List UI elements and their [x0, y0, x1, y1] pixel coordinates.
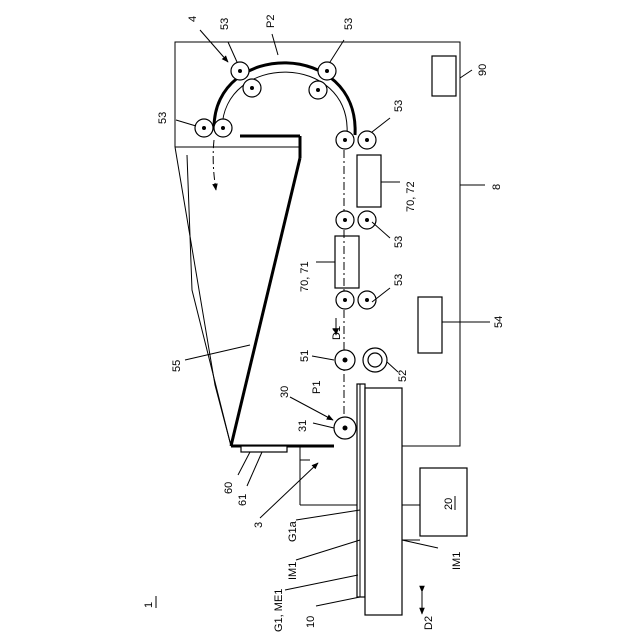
label-70-72: 70, 72 [405, 181, 417, 212]
label-53-a: 53 [219, 18, 231, 30]
label-unit4: 4 [187, 16, 199, 22]
label-p1: P1 [311, 381, 323, 394]
label-im1-b: IM1 [451, 552, 463, 570]
label-53-f: 53 [393, 274, 405, 286]
label-device: 1 [143, 602, 155, 608]
label-60: 60 [223, 482, 235, 494]
label-31: 31 [297, 420, 309, 432]
label-d1: D1 [331, 326, 343, 340]
label-55: 55 [171, 360, 183, 372]
label-90: 90 [477, 64, 489, 76]
labels: 1 4 53 P2 53 53 53 90 8 70, 72 53 70, 71… [143, 15, 505, 632]
label-54: 54 [493, 316, 505, 328]
label-53-d: 53 [393, 100, 405, 112]
block-70-72 [357, 155, 381, 207]
label-20: 20 [443, 498, 455, 510]
label-53-b: 53 [343, 18, 355, 30]
label-10: 10 [305, 616, 317, 628]
tray-55 [175, 136, 334, 452]
label-53-e: 53 [393, 236, 405, 248]
label-im1-a: IM1 [287, 562, 299, 580]
label-51: 51 [299, 350, 311, 362]
label-g1a: G1a [287, 520, 299, 542]
roller-52 [363, 348, 387, 372]
roller-51 [335, 350, 355, 370]
path-p2 [213, 63, 355, 190]
block-90 [432, 56, 456, 96]
label-61: 61 [237, 494, 249, 506]
stage-10 [357, 384, 420, 615]
label-3: 3 [253, 522, 265, 528]
label-d2: D2 [423, 616, 435, 630]
label-p2: P2 [265, 15, 277, 28]
label-53-c: 53 [157, 112, 169, 124]
label-70-71: 70, 71 [299, 261, 311, 292]
label-g1-me1: G1, ME1 [273, 589, 285, 632]
label-8: 8 [491, 184, 503, 190]
block-70-71 [335, 236, 359, 288]
block-54 [418, 297, 442, 353]
label-52: 52 [397, 370, 409, 382]
roller-31 [334, 417, 356, 439]
label-30: 30 [279, 386, 291, 398]
